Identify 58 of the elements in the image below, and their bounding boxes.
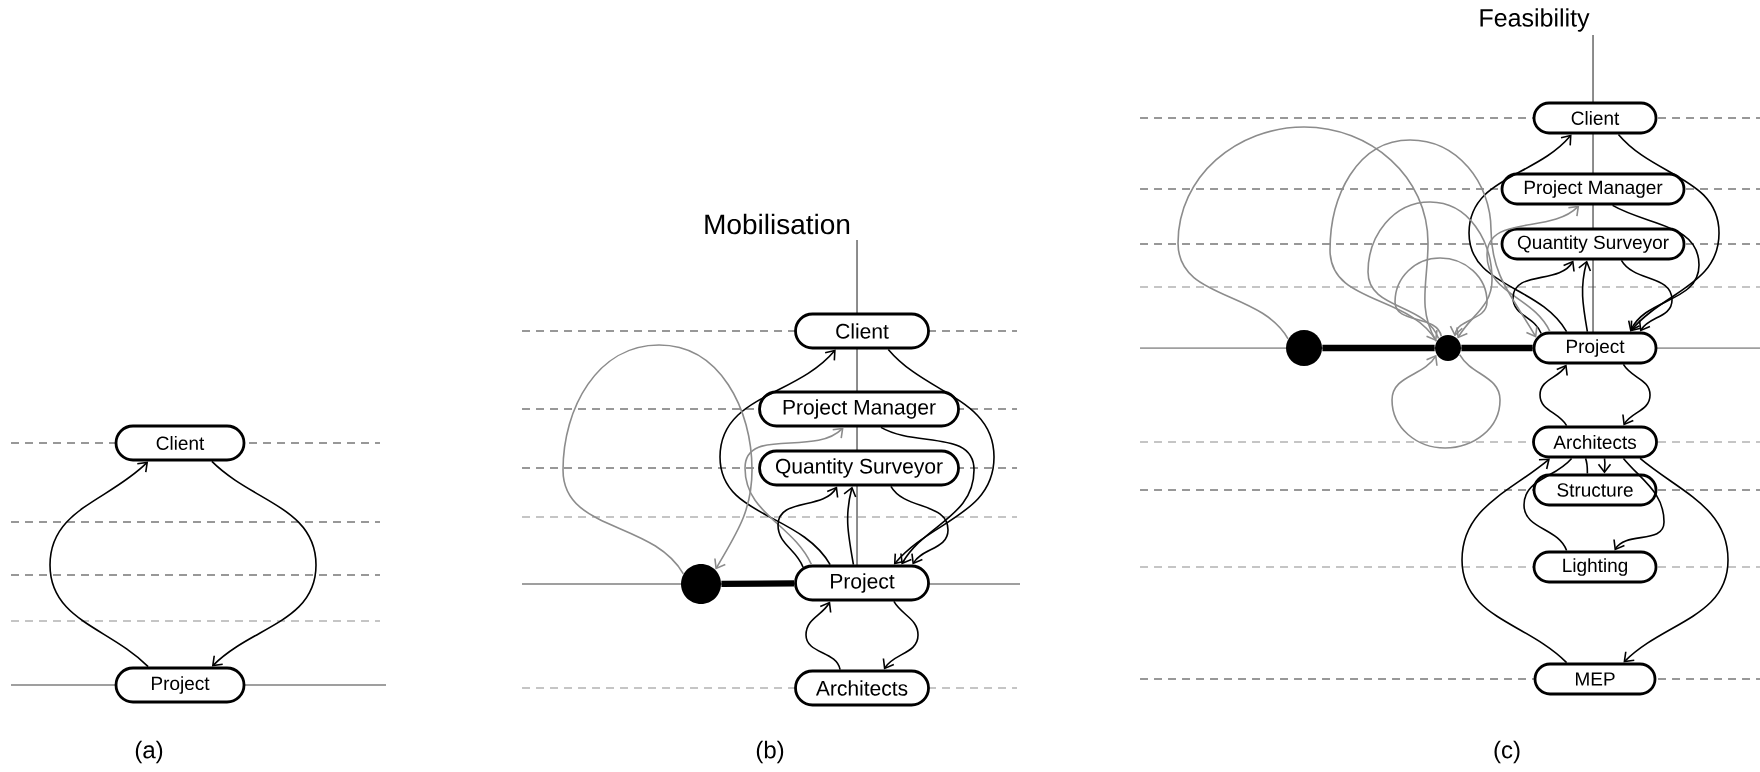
arrow xyxy=(744,427,844,566)
arrow xyxy=(1391,353,1501,449)
arrow xyxy=(1394,257,1488,338)
stakeholder-pill: Project Manager xyxy=(1500,172,1686,206)
phase-label: Mobilisation xyxy=(705,213,850,235)
stakeholder-pill: Client xyxy=(1532,101,1658,135)
arrow xyxy=(887,348,995,565)
panel-label: (c) xyxy=(1494,740,1520,764)
stakeholder-pill: Architects xyxy=(1532,425,1658,459)
arrow xyxy=(880,426,975,565)
milestone-dot xyxy=(1286,330,1322,366)
milestone-dot xyxy=(681,564,721,604)
arrow xyxy=(1597,457,1612,474)
stakeholder-pill: Architects xyxy=(794,669,930,707)
arrow xyxy=(562,344,753,575)
arrow xyxy=(1468,134,1572,333)
panel-label: (a) xyxy=(135,740,163,764)
connector-line xyxy=(721,580,795,588)
arrow xyxy=(843,486,857,566)
milestone-dot xyxy=(1435,335,1461,361)
stakeholder-pill: Structure xyxy=(1532,473,1658,507)
arrow xyxy=(1177,126,1438,342)
arrow xyxy=(1622,363,1651,426)
arrow xyxy=(211,460,317,667)
stakeholder-pill: Client xyxy=(114,424,246,462)
arrow xyxy=(49,461,149,668)
arrow xyxy=(1611,204,1700,332)
arrow xyxy=(882,600,919,670)
stakeholder-pill: Lighting xyxy=(1532,550,1658,584)
arrow xyxy=(890,485,949,565)
stakeholder-pill: Project xyxy=(1532,331,1658,365)
stakeholder-pill: MEP xyxy=(1533,662,1657,696)
arrow xyxy=(1539,364,1568,427)
arrow xyxy=(1620,259,1673,332)
arrow xyxy=(1461,458,1568,664)
arrow xyxy=(1617,133,1720,332)
arrow xyxy=(777,486,839,568)
arrow xyxy=(1512,260,1575,335)
arrow xyxy=(1329,139,1538,343)
phase-label: Feasibility xyxy=(1480,8,1590,32)
arrow xyxy=(1623,457,1729,663)
stakeholder-pill: Project xyxy=(794,564,930,602)
connector-line xyxy=(1523,457,1573,552)
stakeholder-pill: Client xyxy=(794,312,930,350)
panel-label: (b) xyxy=(756,740,784,764)
stakeholder-pill: Project Manager xyxy=(758,390,960,428)
connector-line xyxy=(1322,344,1435,352)
arrow xyxy=(805,601,841,671)
connector-line xyxy=(1584,457,1589,475)
stakeholder-pill: Project xyxy=(114,666,246,704)
arrow xyxy=(1367,201,1493,340)
arrow xyxy=(1613,457,1665,551)
arrow xyxy=(1486,205,1580,333)
connector-line xyxy=(1461,344,1533,352)
arrow xyxy=(1578,260,1592,333)
arrow xyxy=(719,349,836,566)
stakeholder-pill: Quantity Surveyor xyxy=(758,449,960,487)
stakeholder-pill: Quantity Surveyor xyxy=(1500,227,1686,261)
